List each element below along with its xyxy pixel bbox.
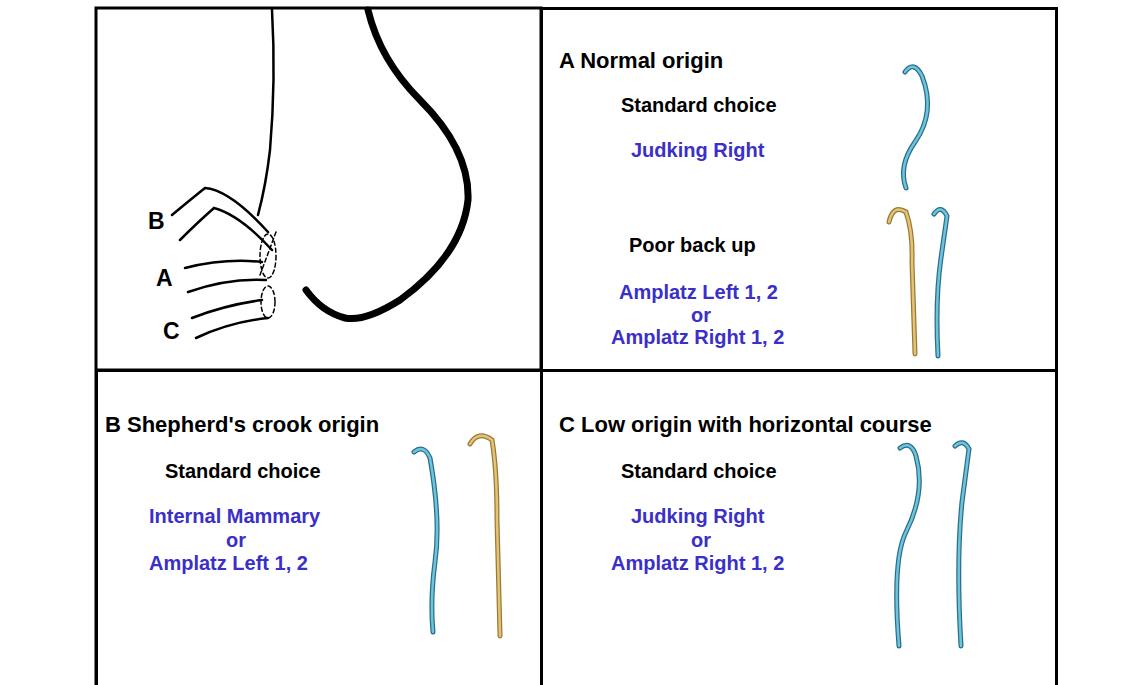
panel-text: Amplatz Left 1, 2 [149, 552, 308, 575]
panel-text: Standard choice [621, 94, 777, 117]
panel-heading: C Low origin with horizontal course [559, 412, 932, 437]
callout-letter: B [148, 208, 165, 235]
panel-text: Poor back up [629, 234, 756, 257]
panel-text: Standard choice [621, 460, 777, 483]
panel-heading: A Normal origin [559, 48, 723, 73]
panel-text: Amplatz Right 1, 2 [611, 552, 784, 575]
panel-text: Standard choice [165, 460, 321, 483]
panel-text: Judking Right [631, 139, 764, 162]
panel-text: or [691, 304, 711, 327]
panel-text: Amplatz Left 1, 2 [619, 281, 778, 304]
callout-letter: C [163, 318, 180, 345]
panel-text: or [226, 529, 246, 552]
panel-text: Amplatz Right 1, 2 [611, 326, 784, 349]
panel-heading: B Shepherd's crook origin [105, 412, 379, 437]
panel-text: or [691, 529, 711, 552]
callout-letter: A [156, 265, 173, 292]
panel-frame [96, 8, 541, 685]
panel-box: C Low origin with horizontal courseStand… [540, 369, 1058, 685]
catheter-drawings [414, 67, 969, 646]
aorta-drawing [172, 10, 468, 338]
panel-text: Judking Right [631, 505, 764, 528]
panel-box: B Shepherd's crook originStandard choice… [95, 369, 543, 685]
panel-box: A Normal originStandard choiceJudking Ri… [540, 7, 1058, 372]
panel-text: Internal Mammary [149, 505, 320, 528]
